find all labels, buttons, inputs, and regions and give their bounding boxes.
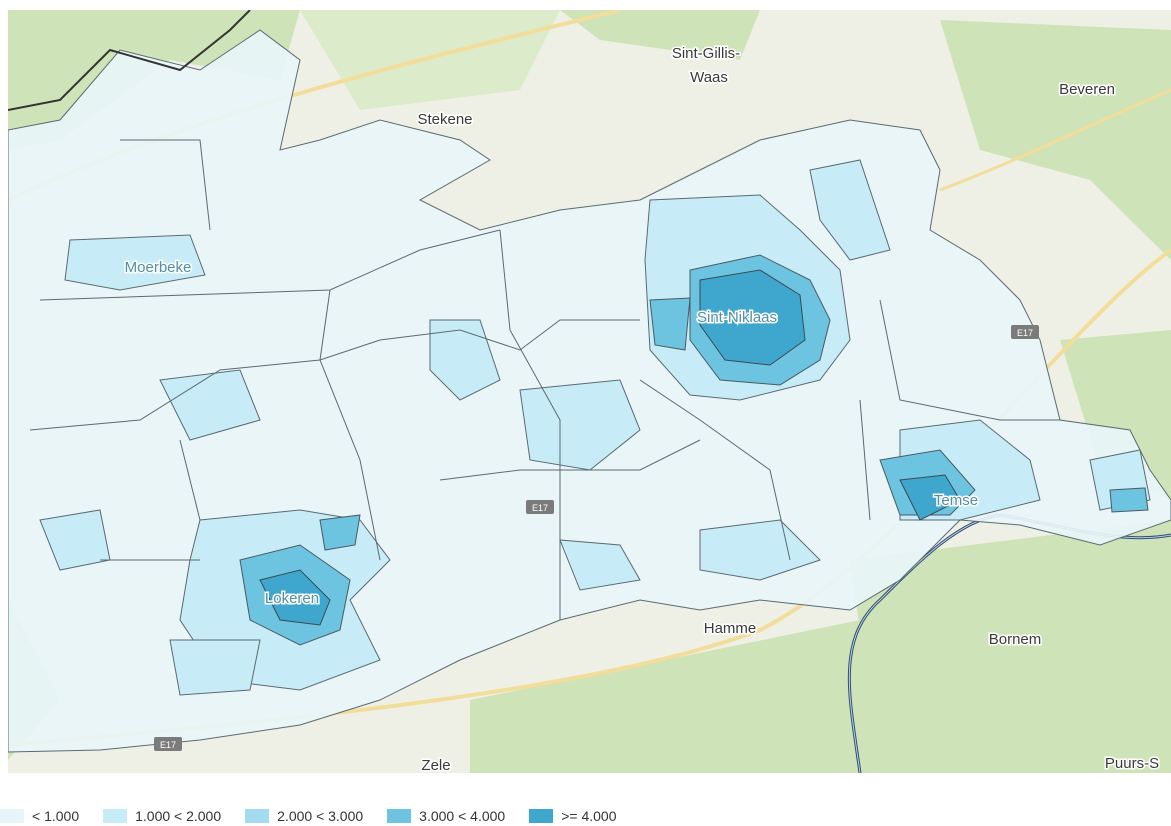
place-label-lokeren: Lokeren xyxy=(265,590,319,607)
legend-item: 1.000 < 2.000 xyxy=(103,808,221,824)
legend-label: 1.000 < 2.000 xyxy=(135,808,222,824)
legend-swatch xyxy=(245,809,270,823)
legend: < 1.000 1.000 < 2.000 2.000 < 3.000 3.000 <… xyxy=(0,806,640,826)
boundaries xyxy=(29,139,1060,620)
place-label-sint-niklaas: Sint-Niklaas xyxy=(697,309,777,326)
place-label-sint-gillis-waas-2: Waas xyxy=(690,69,728,86)
legend-label: 2.000 < 3.000 xyxy=(277,808,364,824)
border-line xyxy=(8,10,251,111)
place-label-beveren: Beveren xyxy=(1059,81,1115,98)
road-shield-e17-west: E17 xyxy=(154,737,182,751)
class-2-areas xyxy=(39,159,1151,696)
road-shield-e17-center: E17 xyxy=(526,500,554,514)
legend-item: >= 4.000 xyxy=(529,808,616,824)
place-label-moerbeke: Moerbeke xyxy=(125,259,192,276)
legend-label: < 1.000 xyxy=(32,808,80,824)
place-label-bornem: Bornem xyxy=(989,631,1042,648)
place-label-sint-gillis-waas-1: Sint-Gillis- xyxy=(672,45,740,62)
legend-swatch xyxy=(529,809,554,823)
place-label-hamme: Hamme xyxy=(704,620,757,637)
legend-swatch xyxy=(387,809,412,823)
place-label-stekene: Stekene xyxy=(417,111,472,128)
place-label-puurs: Puurs-S xyxy=(1105,755,1159,772)
legend-swatch xyxy=(103,809,128,823)
legend-label: >= 4.000 xyxy=(561,808,617,824)
legend-item: 2.000 < 3.000 xyxy=(245,808,363,824)
place-label-zele: Zele xyxy=(421,757,450,773)
place-labels: Sint-Gillis- WaasBeverenStekeneMoerbekeSi… xyxy=(123,44,1160,774)
legend-item: 3.000 < 4.000 xyxy=(387,808,505,824)
legend-label: 3.000 < 4.000 xyxy=(419,808,506,824)
svg-text:E17: E17 xyxy=(160,740,176,750)
road-shield-e17-east: E17 xyxy=(1011,325,1039,339)
svg-text:E17: E17 xyxy=(532,503,548,513)
svg-text:E17: E17 xyxy=(1017,328,1033,338)
place-label-temse: Temse xyxy=(934,492,978,509)
legend-swatch xyxy=(0,809,24,823)
class-4-areas xyxy=(259,269,961,626)
legend-item: < 1.000 xyxy=(0,808,79,824)
